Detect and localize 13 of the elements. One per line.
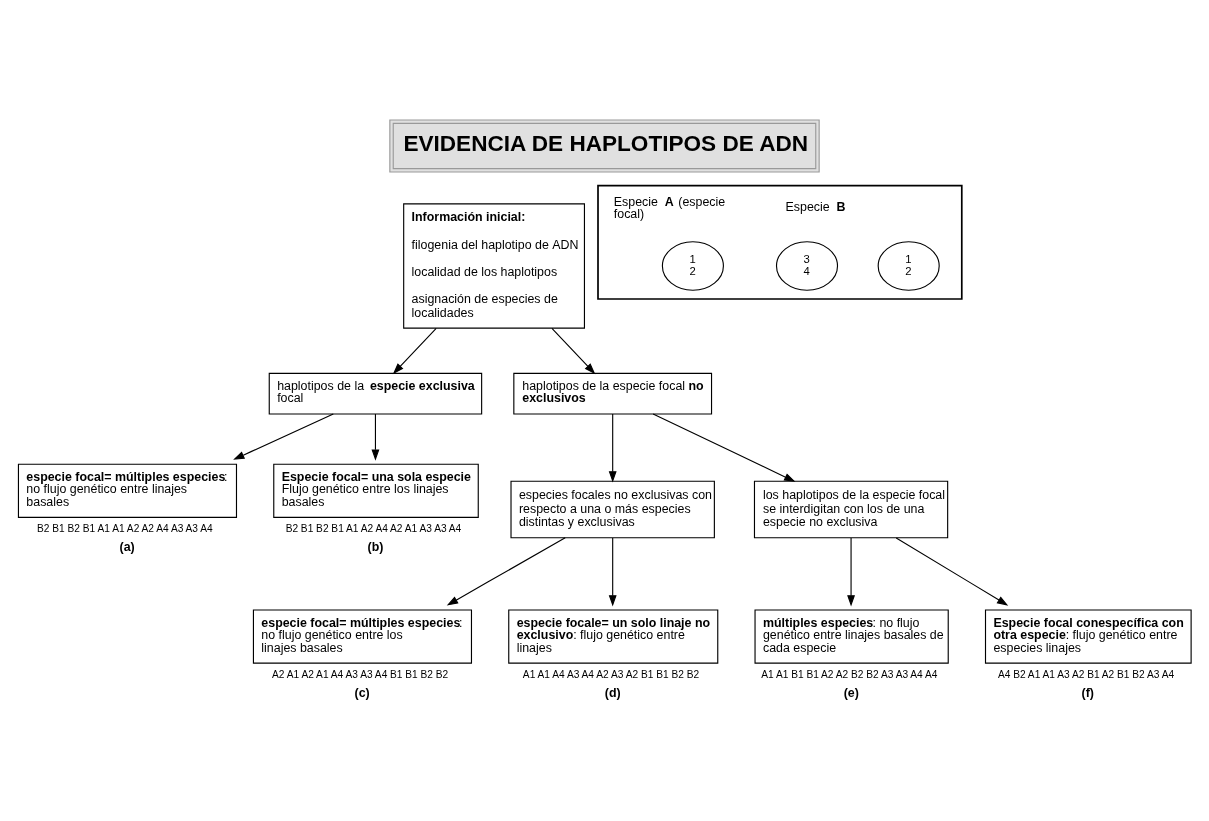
node-label: (a) [119,540,135,555]
node-label: B2 B1 B2 B1 A1 A2 A4 A2 A1 A3 A3 A4 [285,523,462,535]
node-label: (b) [367,540,384,555]
node-label: (f) [1081,685,1094,700]
node-label: A2 A1 A2 A1 A4 A3 A3 A4 B1 B1 B2 B2 [272,669,449,681]
node-label: A1 A1 A4 A3 A4 A2 A3 A2 B1 B1 B2 B2 [522,669,700,681]
node-label: A1 A1 B1 B1 A2 A2 B2 B2 A3 A3 A4 A4 [761,669,938,681]
node-label: A4 B2 A1 A1 A3 A2 B1 A2 B1 B2 A3 A4 [997,669,1175,681]
diagram-title: EVIDENCIA DE HAPLOTIPOS DE ADN [403,130,809,156]
node-label: B2 B1 B2 B1 A1 A1 A2 A2 A4 A3 A3 A4 [37,523,213,535]
node-label: (d) [604,685,621,700]
node-label: (c) [354,685,370,700]
node-label: (e) [843,685,859,700]
